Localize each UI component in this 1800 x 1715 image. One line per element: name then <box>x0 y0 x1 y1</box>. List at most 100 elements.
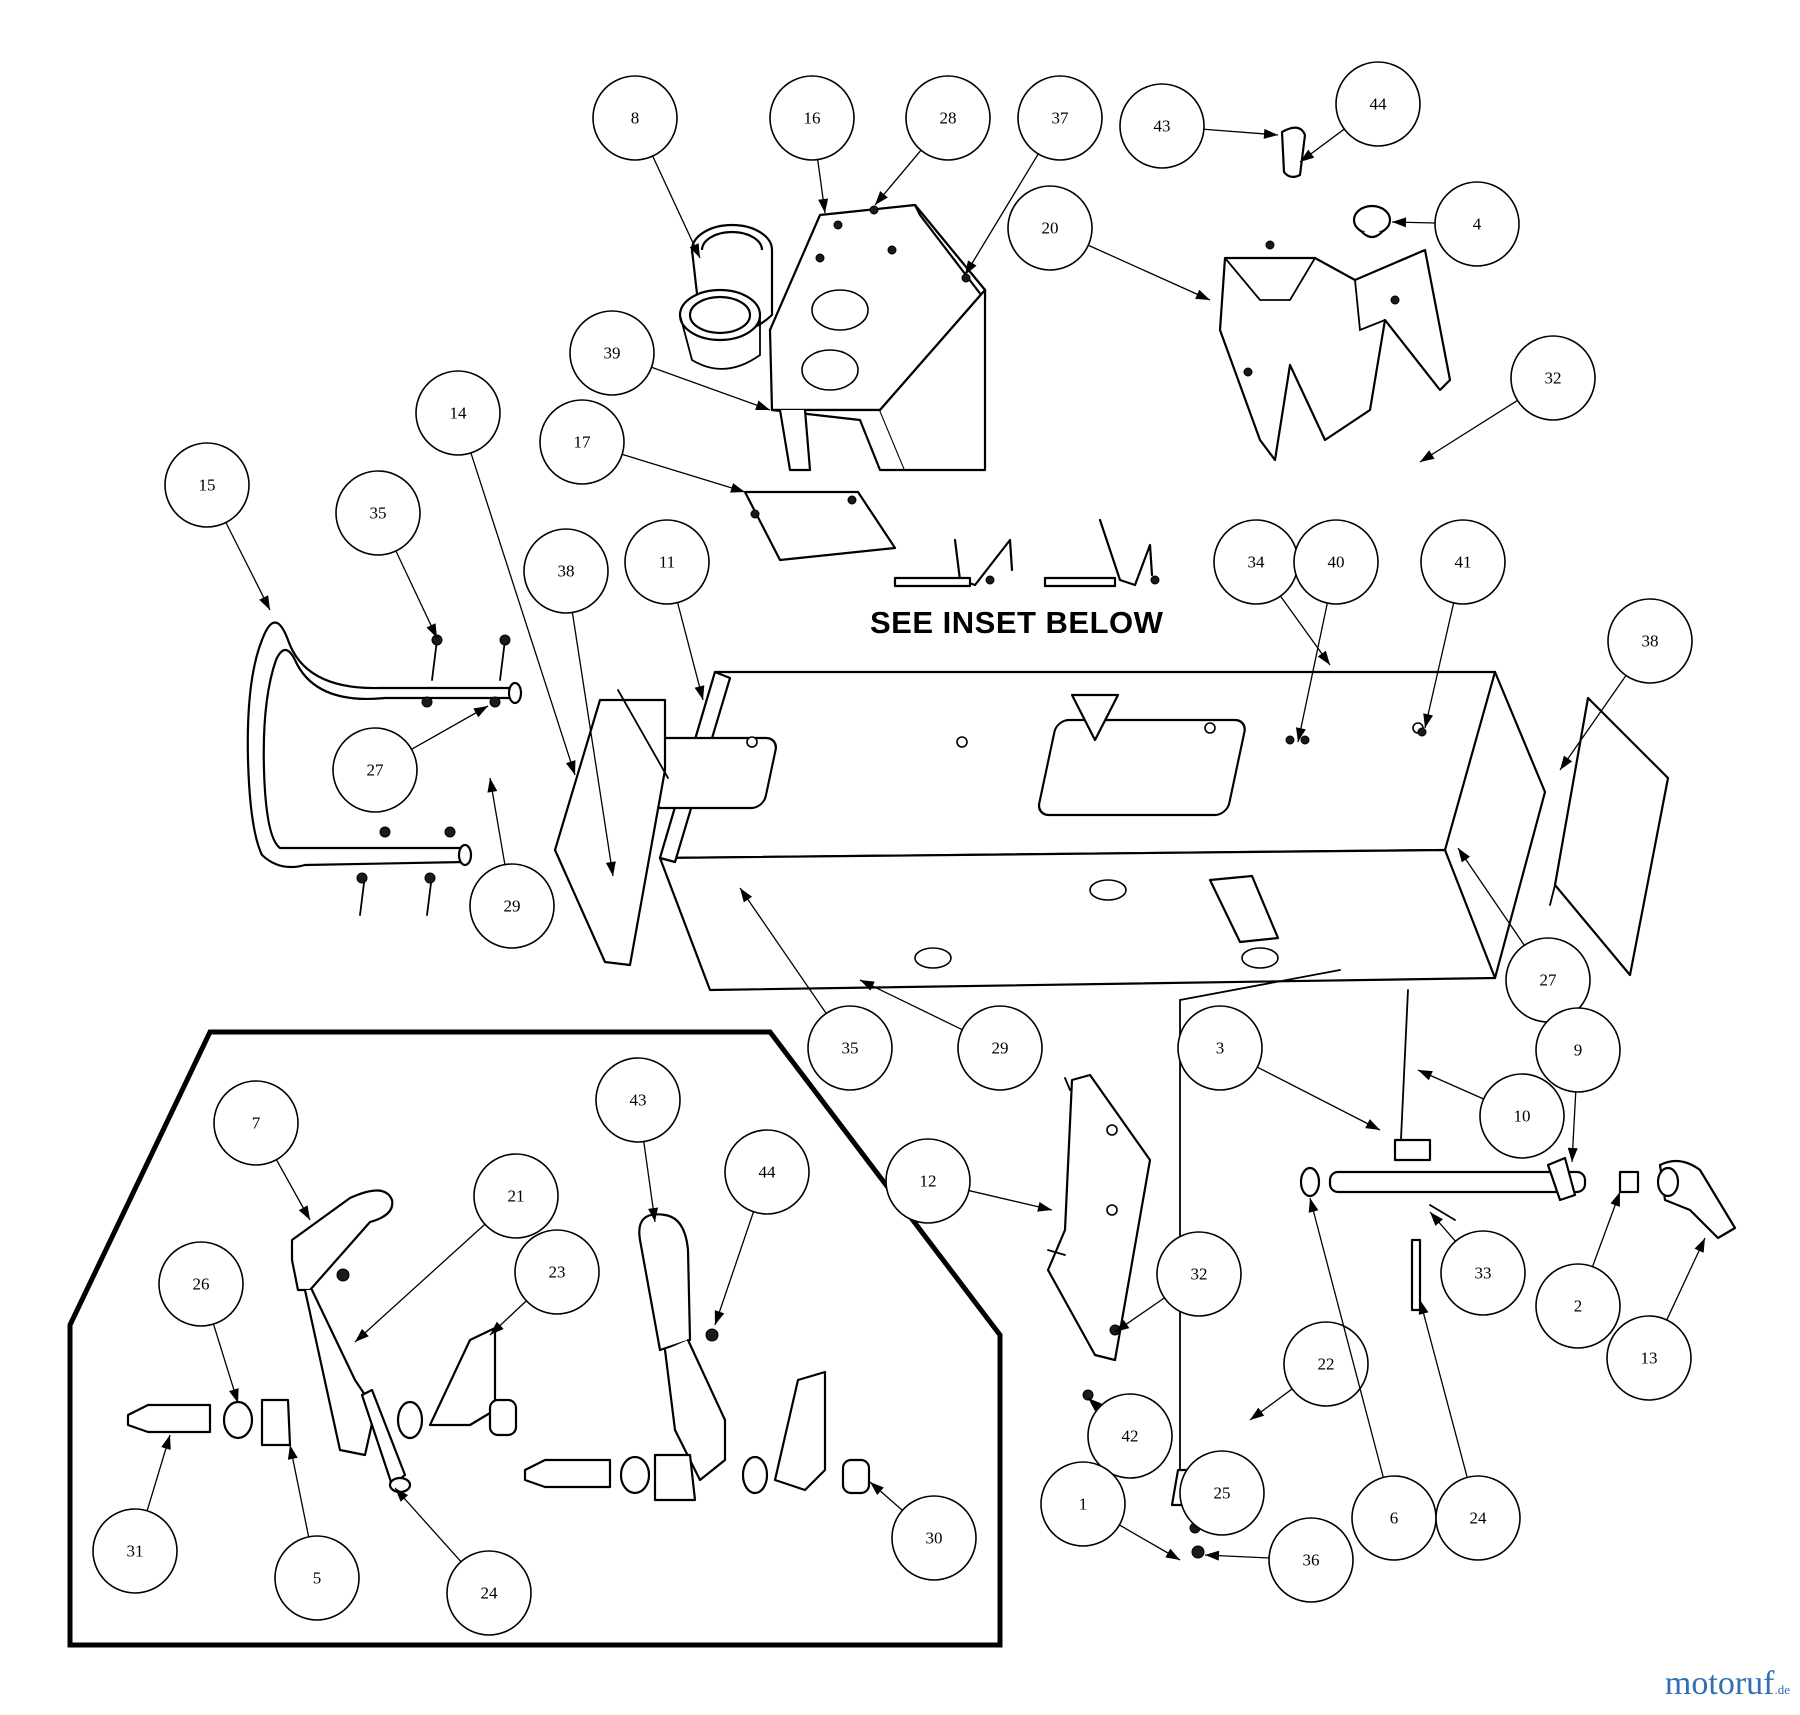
callout-number: 21 <box>508 1187 525 1206</box>
callout-circle <box>539 399 625 485</box>
console-box <box>768 203 987 472</box>
callout-10: 10 <box>1417 1069 1565 1159</box>
callout-arrowhead <box>1418 1300 1429 1315</box>
callout-leader <box>739 887 827 1014</box>
callout-number: 16 <box>804 109 821 128</box>
callout-leader <box>676 602 704 701</box>
rod-long <box>1179 969 1341 1471</box>
rear-bracket <box>1218 240 1452 462</box>
callout-leader <box>1088 244 1211 301</box>
pin-33 <box>1429 1204 1456 1221</box>
callout-circle <box>335 470 421 556</box>
callout-circle <box>92 1508 178 1594</box>
callout-27: 27 <box>1457 847 1591 1023</box>
callout-number: 25 <box>1214 1484 1231 1503</box>
callout-number: 11 <box>659 553 675 572</box>
callout-number: 13 <box>1641 1349 1658 1368</box>
callout-arrowhead <box>1694 1238 1705 1253</box>
callout-circle <box>1293 519 1379 605</box>
callout-arrowhead <box>355 1328 369 1342</box>
callout-number: 31 <box>127 1542 144 1561</box>
callout-leader <box>1419 1299 1468 1478</box>
callout-circle <box>1017 75 1103 161</box>
callout-27: 27 <box>332 705 489 813</box>
callout-arrowhead <box>490 1321 504 1335</box>
callout-circle <box>1535 1007 1621 1093</box>
callout-leader <box>859 979 963 1031</box>
callout-5: 5 <box>274 1444 360 1621</box>
callout-arrowhead <box>259 595 270 610</box>
callout-circle <box>1434 181 1520 267</box>
callout-leader <box>411 705 489 750</box>
callout-circle <box>469 863 555 949</box>
callout-arrowhead <box>1610 1192 1620 1207</box>
callout-arrowhead <box>1308 1198 1319 1213</box>
callout-34: 34 <box>1213 519 1331 666</box>
callout-43: 43 <box>1119 83 1279 169</box>
callout-circle <box>624 519 710 605</box>
callout-arrowhead <box>565 760 576 775</box>
callout-arrowhead <box>694 685 705 700</box>
rod-link <box>1393 1138 1432 1162</box>
callout-arrowhead <box>755 400 770 410</box>
callout-number: 7 <box>252 1114 261 1133</box>
handle-grip <box>1280 126 1307 179</box>
callout-circle <box>1535 1263 1621 1349</box>
callout-number: 35 <box>842 1039 859 1058</box>
callout-arrowhead <box>648 1207 659 1222</box>
shaft <box>1299 1156 1737 1240</box>
rod-short <box>1399 989 1409 1161</box>
callout-arrowhead <box>740 888 753 903</box>
callout-circle <box>523 528 609 614</box>
callout-arrowhead <box>1115 1319 1130 1332</box>
callout-44: 44 <box>714 1129 810 1326</box>
callout-circle <box>446 1550 532 1636</box>
callout-38: 38 <box>523 528 616 877</box>
side-plate-left <box>553 698 667 967</box>
callout-number: 29 <box>992 1039 1009 1058</box>
watermark-tld: .de <box>1774 1682 1790 1697</box>
callout-arrowhead <box>229 1388 239 1403</box>
callout-number: 35 <box>370 504 387 523</box>
callout-arrowhead <box>1458 848 1471 863</box>
callout-arrowhead <box>860 980 875 991</box>
callout-number: 10 <box>1514 1107 1531 1126</box>
callout-35: 35 <box>739 887 893 1091</box>
callout-arrowhead <box>1423 713 1433 728</box>
parts-drawing: SEE INSET BELOW <box>67 126 1737 1648</box>
callout-4: 4 <box>1391 181 1520 267</box>
callout-circle <box>473 1153 559 1239</box>
callout-32: 32 <box>1114 1231 1242 1333</box>
inset-parts <box>126 1189 871 1502</box>
callout-arrowhead <box>1418 1070 1433 1081</box>
callout-leader <box>964 153 1039 276</box>
callout-number: 43 <box>630 1091 647 1110</box>
callout-39: 39 <box>569 310 771 411</box>
callout-circle <box>1087 1393 1173 1479</box>
callout-number: 37 <box>1052 109 1070 128</box>
callout-leader <box>714 1211 755 1326</box>
callout-arrowhead <box>1250 1407 1265 1420</box>
callout-circle <box>957 1005 1043 1091</box>
callout-leader <box>651 366 771 411</box>
callout-43: 43 <box>595 1057 681 1223</box>
callout-number: 3 <box>1216 1039 1225 1058</box>
callout-15: 15 <box>164 442 271 611</box>
callout-circle <box>1179 1450 1265 1536</box>
callout-circle <box>569 310 655 396</box>
callout-number: 43 <box>1154 117 1171 136</box>
callout-leader <box>652 155 701 259</box>
main-frame <box>594 670 1547 992</box>
callout-circle <box>274 1535 360 1621</box>
callout-arrowhead <box>1392 217 1407 228</box>
callout-38: 38 <box>1559 598 1693 771</box>
callout-number: 27 <box>1540 971 1558 990</box>
callout-arrowhead <box>605 861 616 876</box>
callout-number: 32 <box>1191 1265 1208 1284</box>
inset-frame <box>67 1029 1003 1648</box>
callout-9: 9 <box>1535 1007 1621 1163</box>
callout-44: 44 <box>1299 61 1421 163</box>
callout-number: 2 <box>1574 1297 1583 1316</box>
mount-bracket <box>1046 1073 1152 1362</box>
